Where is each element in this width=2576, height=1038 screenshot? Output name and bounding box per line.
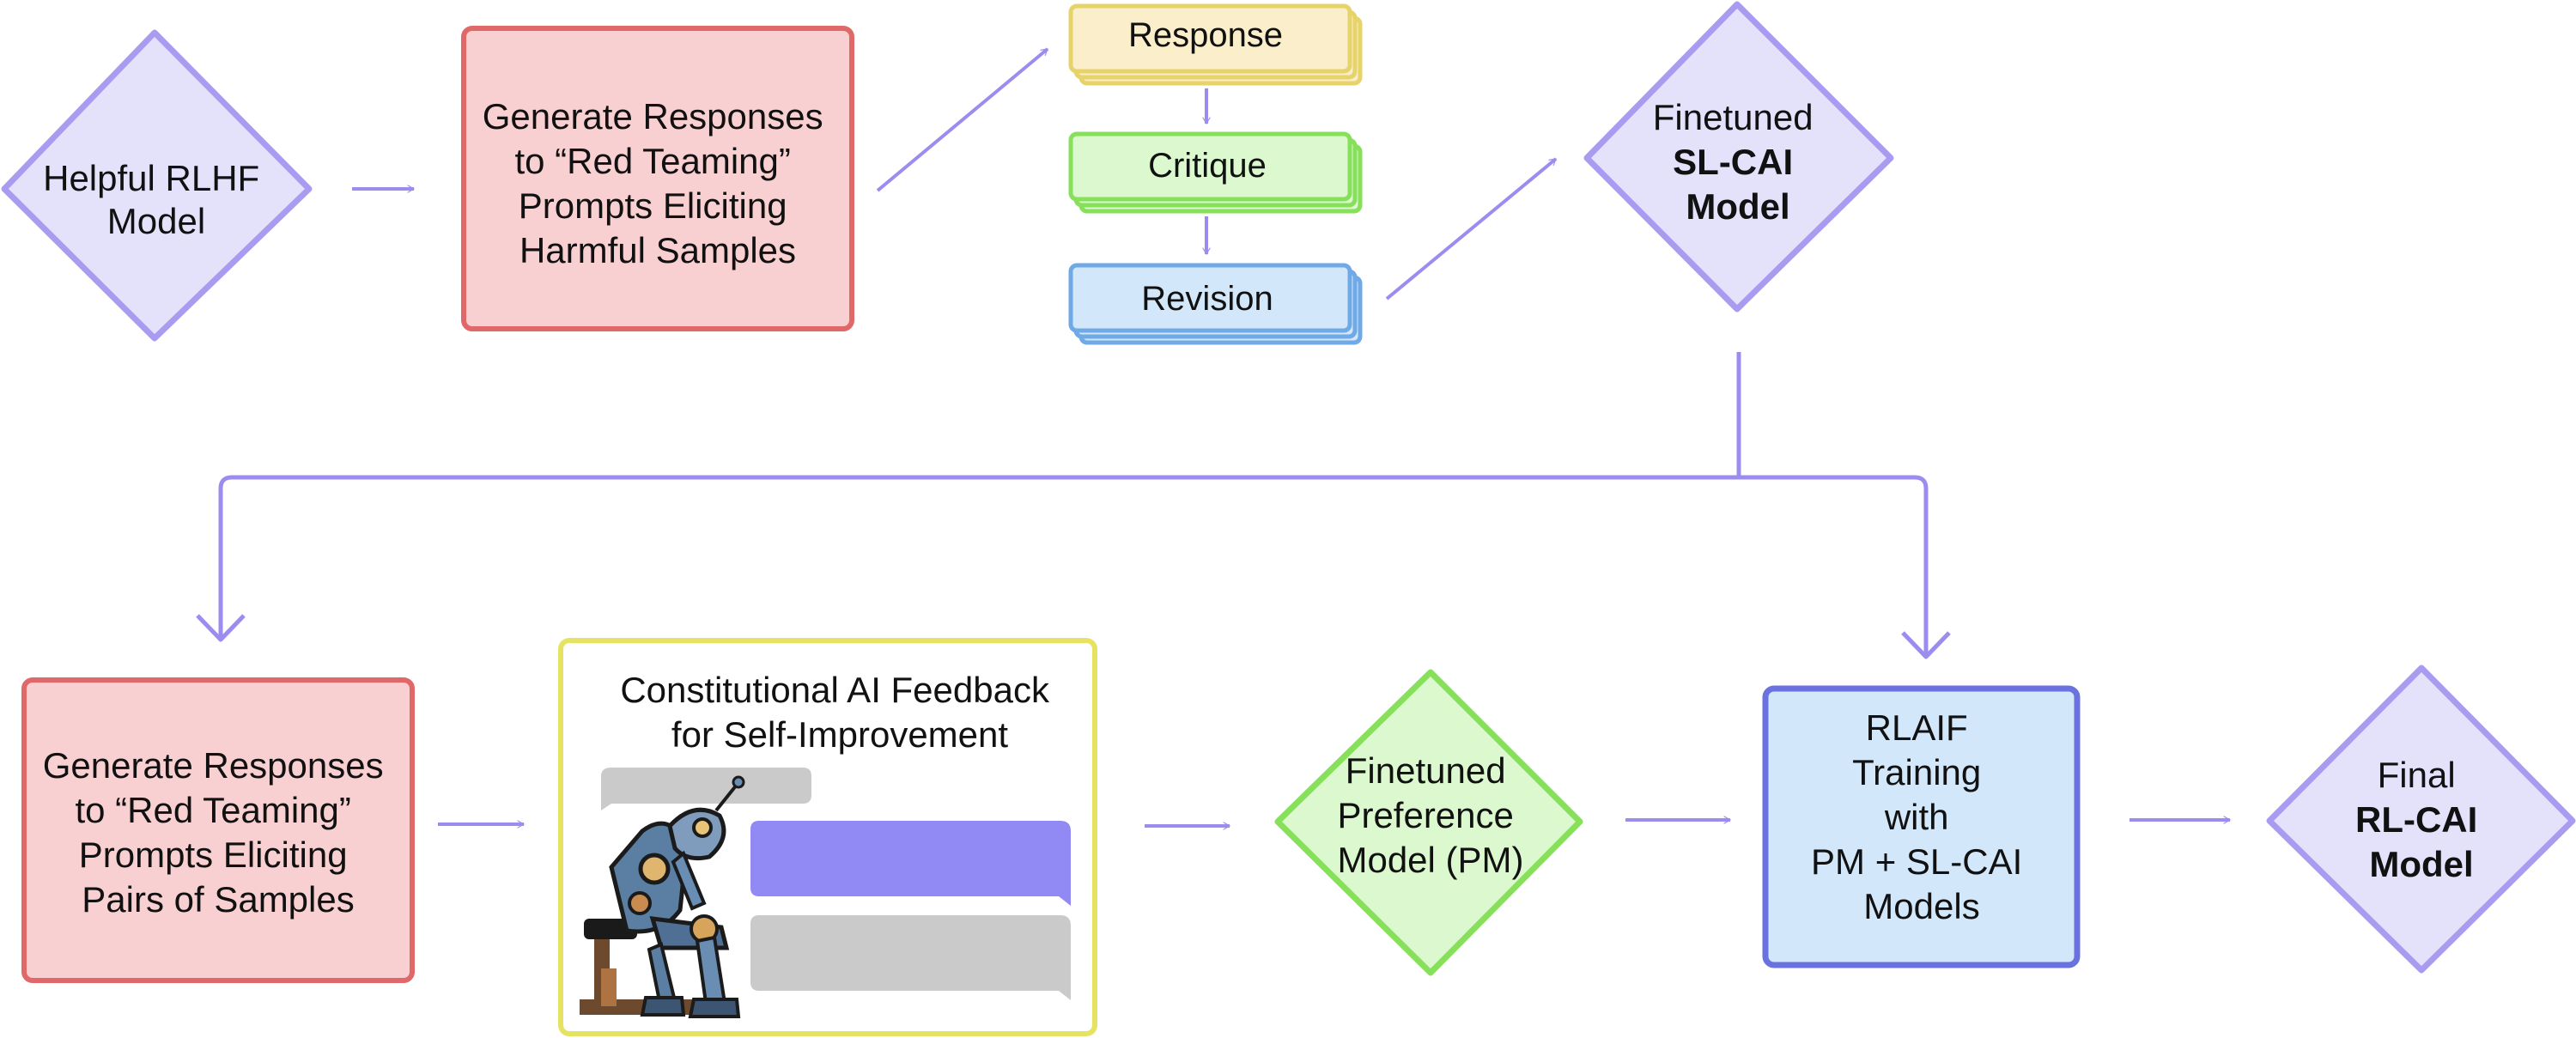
gray-chat-bubble-large: [750, 915, 1071, 1000]
robot-thinker-icon: [580, 775, 745, 1018]
response-label: Response: [1128, 16, 1283, 54]
constitutional-feedback-label: Constitutional AI Feedback for Self-Impr…: [620, 670, 1059, 755]
generate-harmful-samples-node: Generate Responses to “Red Teaming” Prom…: [461, 26, 854, 331]
generate-harmful-samples-label: Generate Responses to “Red Teaming” Prom…: [483, 96, 834, 270]
final-rlcai-model-label: Final RL-CAI Model: [2355, 755, 2488, 884]
response-stack: Response: [1068, 3, 1363, 86]
preference-model-label: Finetuned Preference Model (PM): [1337, 750, 1523, 880]
preference-model-node: Finetuned Preference Model (PM): [1274, 669, 1583, 976]
rlaif-training-label: RLAIF Training with PM + SL-CAI Models: [1811, 707, 2032, 926]
constitutional-feedback-node: Constitutional AI Feedback for Self-Impr…: [558, 638, 1097, 1036]
helpful-rlhf-model-node: Helpful RLHF Model: [1, 29, 313, 342]
revision-label: Revision: [1141, 280, 1273, 318]
branch-connector: [196, 352, 1951, 659]
arrow-revision-to-slcai: [1385, 157, 1558, 300]
revision-stack: Revision: [1068, 263, 1363, 345]
critique-stack: Critique: [1068, 131, 1363, 214]
rlaif-training-node: RLAIF Training with PM + SL-CAI Models: [1762, 685, 2081, 968]
critique-label: Critique: [1148, 147, 1267, 185]
purple-chat-bubble: [750, 821, 1071, 906]
generate-pairs-label: Generate Responses to “Red Teaming” Prom…: [43, 745, 394, 920]
generate-pairs-node: Generate Responses to “Red Teaming” Prom…: [21, 677, 415, 983]
arrow-generate-to-response: [876, 47, 1049, 192]
gray-chat-bubble-small: [601, 768, 811, 810]
helpful-rlhf-model-label: Helpful RLHF Model: [43, 158, 270, 241]
finetuned-slcai-model-node: Finetuned SL-CAI Model: [1583, 1, 1894, 313]
final-rlcai-model-node: Final RL-CAI Model: [2266, 665, 2576, 974]
finetuned-slcai-model-label: Finetuned SL-CAI Model: [1653, 97, 1823, 227]
